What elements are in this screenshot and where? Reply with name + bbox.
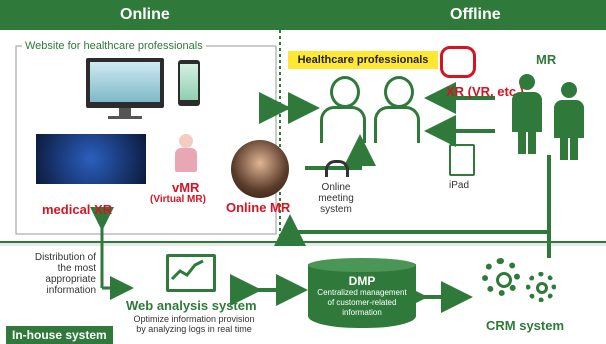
distribution-line-1: Distribution of [34,252,96,263]
doctor-icon-1 [318,76,366,143]
dmp-line-2: of customer-related [327,298,397,307]
online-meeting-line-1: Online [321,182,351,193]
medical-xr-image [36,134,146,184]
vmr-label: vMR [172,180,200,195]
dmp-text: DMP Centralized management of customer-r… [308,274,416,318]
header-band: Online Offline [0,0,606,30]
monitor-icon [86,58,164,119]
smartphone-icon [178,60,200,106]
online-mr-photo [231,140,289,198]
dmp-line-3: information [342,308,382,317]
web-analysis-title: Web analysis system [126,298,257,313]
gears-icon [482,258,520,296]
medical-xr-label: medical XR [42,202,113,217]
chart-icon [166,254,216,292]
dmp-line-1: Centralized management [317,288,407,297]
gear-small-icon [526,272,556,302]
mr-person-icon-1 [510,74,544,154]
distribution-label: Distribution of the most appropriate inf… [18,252,96,296]
doctor-icon-2 [372,76,420,143]
vmr-avatar [173,134,199,174]
healthcare-professionals-label: Healthcare professionals [288,51,438,69]
crm-onlinemr-arrow [274,214,549,246]
online-meeting-label: Online meeting system [316,182,356,215]
tablet-icon [449,144,475,176]
web-analysis-line-1: Optimize information provision [133,314,255,324]
web-analysis-line-2: by analyzing logs in real time [136,324,252,334]
vmr-sub-label: (Virtual MR) [150,194,206,205]
mr-person-icon-2 [552,82,586,160]
distribution-line-3: appropriate [45,274,96,285]
distribution-line-2: the most [57,263,96,274]
xr-vr-label: XR (VR, etc.) [446,84,525,99]
database-icon [308,258,416,332]
ipad-label: iPad [449,180,470,191]
online-meeting-line-2: meeting [318,193,354,204]
mr-label: MR [536,52,557,67]
crm-label: CRM system [486,318,565,333]
online-mr-label: Online MR [226,200,291,215]
headset-icon [325,160,349,177]
online-header: Online [120,6,170,23]
inhouse-label: In-house system [6,326,113,344]
onlinemr-meeting-arrow [305,134,376,170]
online-box-title: Website for healthcare professionals [22,40,206,52]
web-analysis-desc: Optimize information provision by analyz… [124,314,264,334]
distribution-line-4: information [46,285,96,296]
offline-header: Offline [450,6,501,23]
vr-goggles-icon [440,46,476,78]
dmp-title: DMP [348,274,376,288]
online-meeting-line-3: system [320,204,352,215]
